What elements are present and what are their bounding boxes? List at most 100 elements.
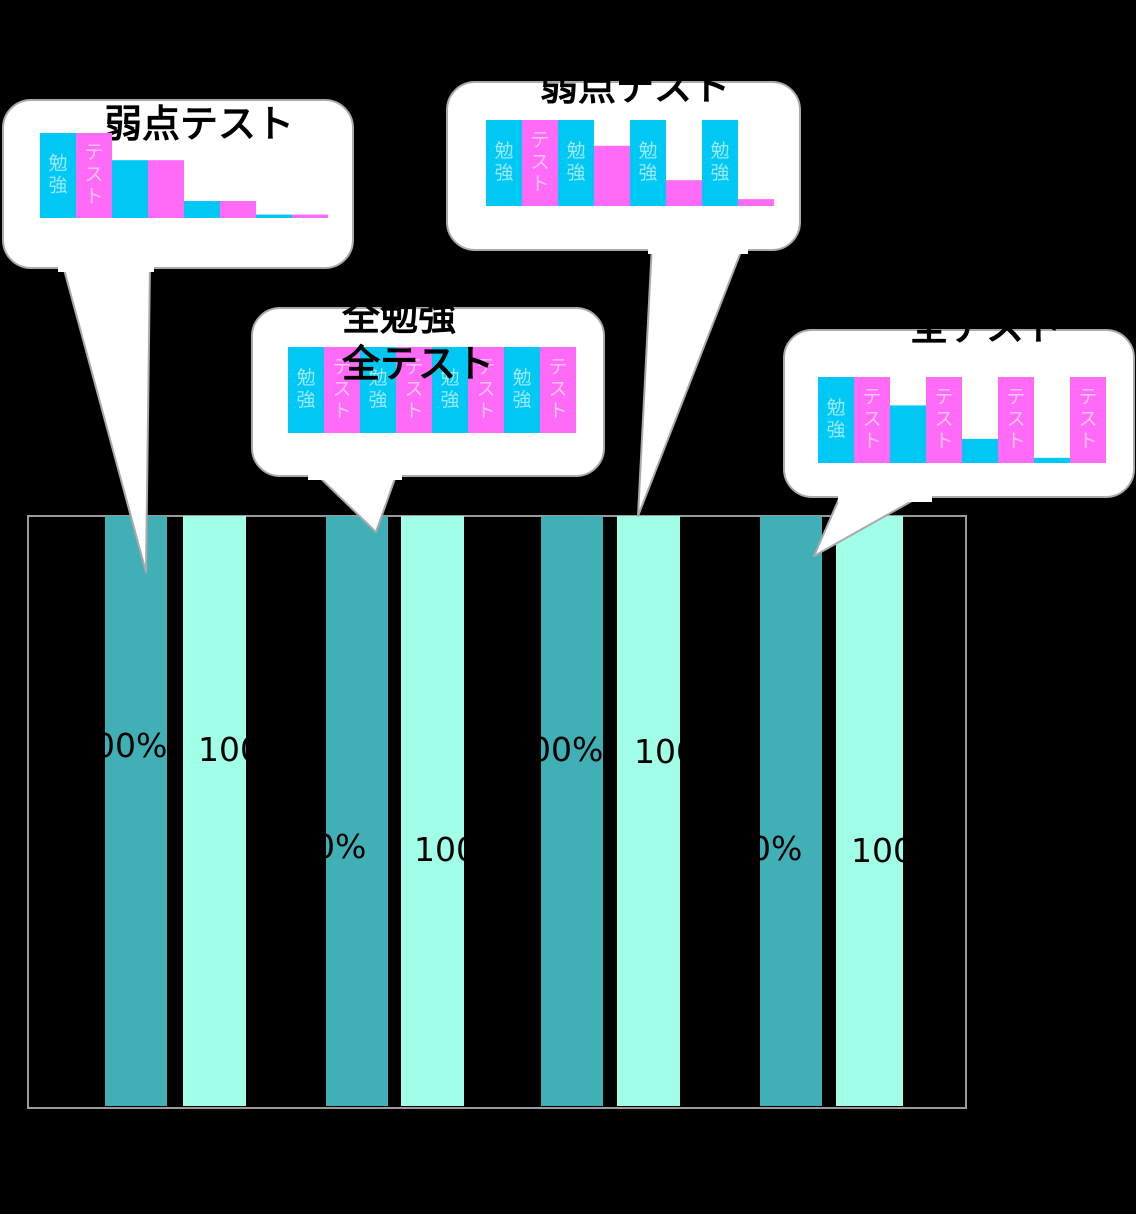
- mini-bar-label-char: 強: [826, 419, 845, 441]
- mini-bar-label-char: ス: [332, 378, 351, 400]
- mini-bar-label-char: ト: [404, 400, 423, 422]
- main-bar-3: [326, 516, 388, 1106]
- mini-bar-2: [854, 377, 890, 463]
- mini-bar-label-char: テ: [476, 356, 495, 378]
- main-bar-2: [183, 516, 246, 1106]
- mini-bar-7: [702, 120, 738, 206]
- mini-bar-6: [666, 180, 702, 206]
- mini-bar-2: [76, 133, 112, 218]
- mini-bar-4: [594, 145, 630, 206]
- mini-bar-label-char: ス: [1078, 408, 1097, 430]
- mini-bar-label-char: ト: [934, 430, 953, 452]
- mini-bar-label-char: ト: [1006, 430, 1025, 452]
- mini-bar-label-char: 勉: [48, 153, 67, 175]
- mini-bar-2: [522, 120, 558, 206]
- mini-bar-label-char: 勉: [440, 367, 459, 389]
- mini-bar-4: [926, 377, 962, 463]
- mini-bar-label-char: 勉: [368, 367, 387, 389]
- mini-bar-label-char: 強: [440, 389, 459, 411]
- callout-tail: [637, 243, 745, 517]
- mini-bar-label-char: テ: [862, 386, 881, 408]
- mini-bar-8: [540, 347, 576, 433]
- mini-bar-label-char: ス: [934, 408, 953, 430]
- mini-bar-4: [148, 160, 184, 218]
- mini-bar-label-char: ス: [862, 408, 881, 430]
- mini-bar-label-char: 強: [710, 162, 729, 184]
- mini-bar-5: [630, 120, 666, 206]
- mini-bar-1: [818, 377, 854, 463]
- mini-bar-label-char: 強: [638, 162, 657, 184]
- mini-bar-label-char: ス: [404, 378, 423, 400]
- mini-bar-label-char: 強: [566, 162, 585, 184]
- mini-bar-label-char: 勉: [566, 140, 585, 162]
- callout-title-line-2: 全テスト: [341, 342, 494, 386]
- mini-bar-label-char: ト: [476, 400, 495, 422]
- mini-bar-7: [504, 347, 540, 433]
- mini-bar-label-char: テ: [404, 356, 423, 378]
- callout-title: 弱点テスト: [540, 65, 730, 109]
- mini-bar-5: [432, 347, 468, 433]
- mini-bar-label-char: ス: [476, 378, 495, 400]
- mini-bar-label-char: 強: [48, 175, 67, 197]
- mini-bar-label-char: ト: [548, 400, 567, 422]
- main-bar-6: [617, 516, 680, 1106]
- mini-bar-label-char: ス: [1006, 408, 1025, 430]
- main-bar-label-1: 00%: [94, 726, 167, 765]
- main-bar-4: [401, 516, 464, 1106]
- mini-bar-label-char: 勉: [710, 140, 729, 162]
- main-bar-label-4: 100: [414, 830, 477, 869]
- mini-bar-label-char: 強: [368, 389, 387, 411]
- mini-bar-label-char: テ: [84, 142, 103, 164]
- main-bar-label-3: 0%: [314, 827, 366, 866]
- mini-bar-label-char: ス: [548, 378, 567, 400]
- mini-bar-label-char: 勉: [638, 140, 657, 162]
- main-bar-8: [836, 516, 903, 1106]
- callout-title: 弱点テスト: [104, 102, 294, 146]
- mini-bar-label-char: 勉: [826, 397, 845, 419]
- mini-bar-label-char: 勉: [296, 367, 315, 389]
- mini-bar-label-char: ス: [530, 151, 549, 173]
- mini-bar-label-char: 勉: [494, 140, 513, 162]
- mini-bar-label-char: ト: [530, 173, 549, 195]
- mini-bar-label-char: テ: [332, 356, 351, 378]
- mini-bar-label-char: テ: [548, 356, 567, 378]
- mini-bar-3: [360, 347, 396, 433]
- chart-frame: [27, 515, 967, 1109]
- mini-bar-1: [40, 133, 76, 218]
- callout-title-line-1: 全勉強: [341, 295, 456, 339]
- mini-bar-7: [1034, 457, 1070, 463]
- main-bar-1: [105, 516, 167, 1106]
- main-bar-label-6: 100: [634, 732, 697, 771]
- mini-bar-1: [288, 347, 324, 433]
- mini-bar-label-char: ト: [84, 186, 103, 208]
- mini-bar-label-char: テ: [934, 386, 953, 408]
- mini-bar-label-char: テ: [530, 129, 549, 151]
- mini-bar-7: [256, 214, 292, 218]
- mini-bar-8: [738, 199, 774, 206]
- mini-bar-label-char: 強: [512, 389, 531, 411]
- main-bar-label-2: 100: [198, 730, 261, 769]
- mini-bar-4: [396, 347, 432, 433]
- main-bar-label-5: 00%: [530, 730, 603, 769]
- mini-bar-label-char: テ: [1078, 386, 1097, 408]
- mini-bar-5: [962, 438, 998, 463]
- mini-bar-label-char: ト: [332, 400, 351, 422]
- mini-bar-3: [890, 405, 926, 463]
- main-bar-7: [760, 516, 822, 1106]
- mini-bar-5: [184, 201, 220, 218]
- callout-title: 全テスト: [909, 305, 1062, 349]
- main-bar-label-8: 100: [851, 831, 914, 870]
- mini-bar-8: [292, 214, 328, 218]
- mini-bar-6: [468, 347, 504, 433]
- mini-bar-3: [112, 160, 148, 218]
- mini-bar-3: [558, 120, 594, 206]
